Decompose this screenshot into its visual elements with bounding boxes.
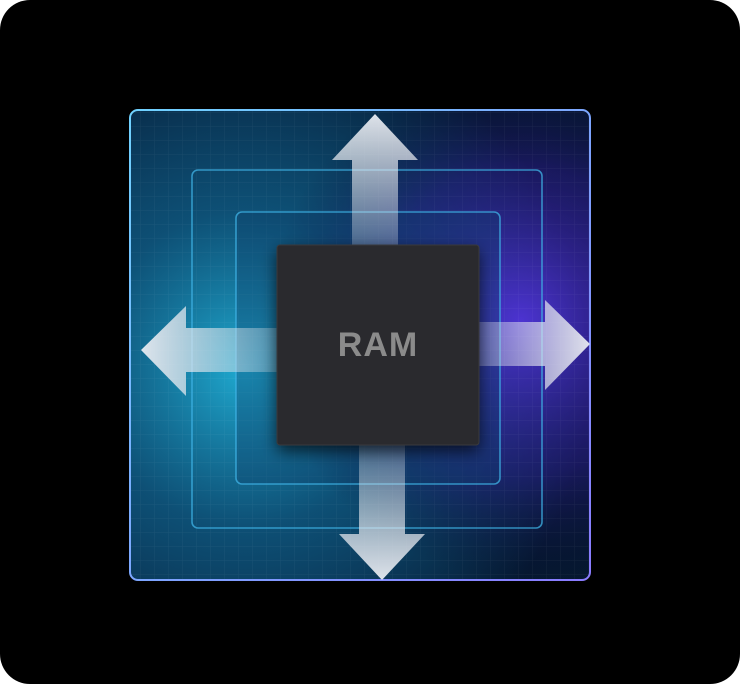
arrow-down-icon (339, 445, 425, 580)
ram-chip (276, 244, 480, 446)
arrow-up-icon (332, 114, 418, 250)
arrow-right-icon (475, 300, 590, 390)
arrow-left-icon (141, 306, 280, 396)
